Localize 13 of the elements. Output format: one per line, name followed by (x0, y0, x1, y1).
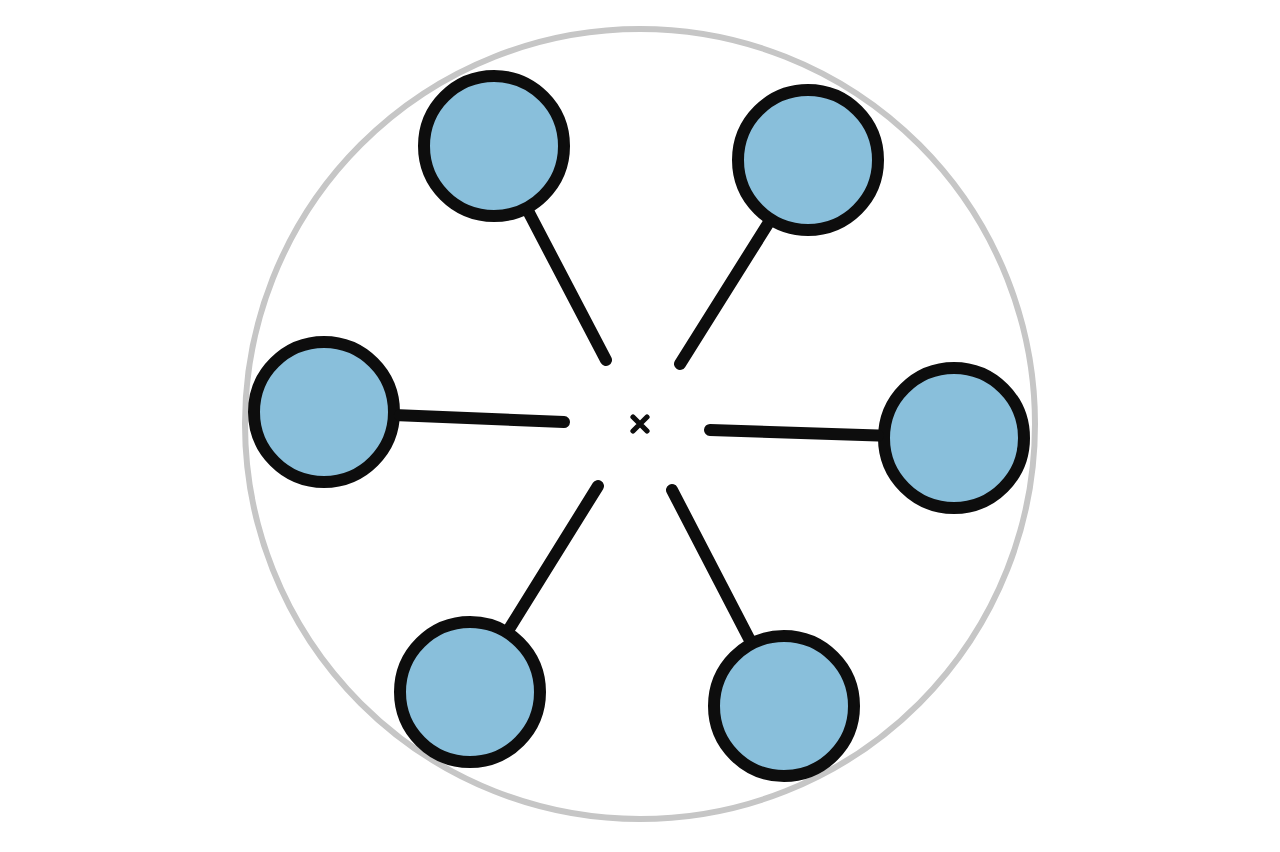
circle-node (418, 70, 570, 222)
connector-line (674, 218, 774, 370)
circle-node (708, 630, 860, 782)
connector-line (704, 424, 885, 442)
boundary-circle (242, 26, 1038, 822)
circle-node (248, 336, 400, 488)
connector-line (666, 484, 755, 645)
circle-node (878, 362, 1030, 514)
circle-node (394, 616, 546, 768)
connector-line (523, 207, 612, 366)
connector-line (504, 480, 604, 634)
connector-line (393, 409, 570, 428)
circle-node (732, 84, 884, 236)
